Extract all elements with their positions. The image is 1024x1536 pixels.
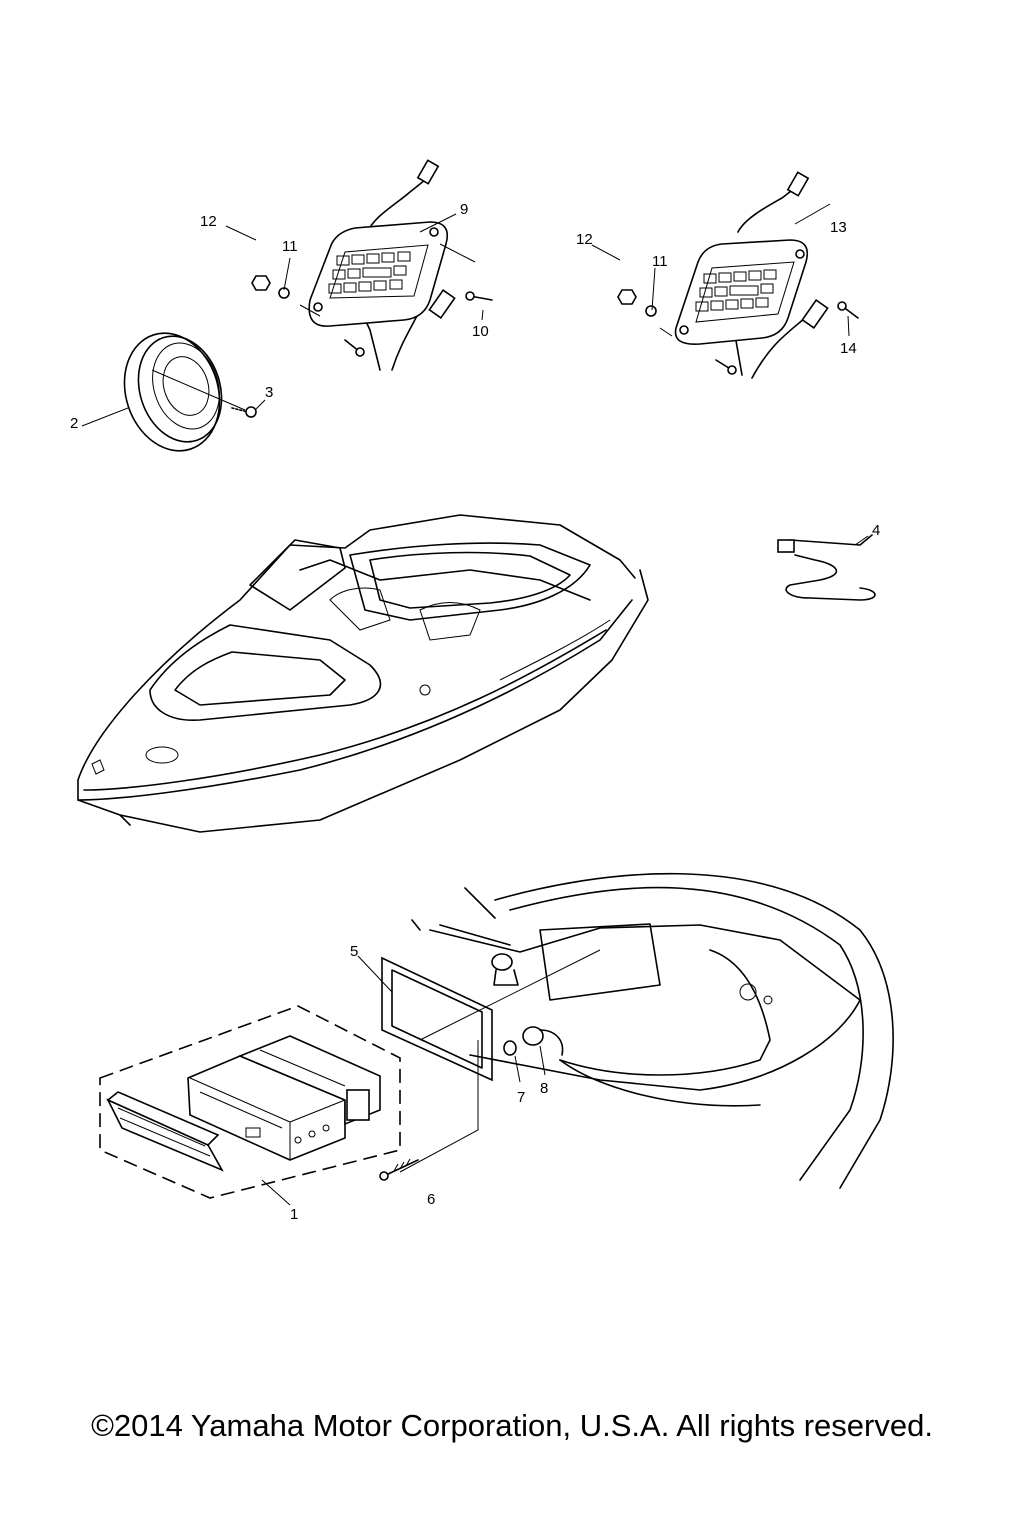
callout-13: 13 (830, 219, 847, 236)
harness-4 (777, 534, 876, 601)
switch-panel-9 (308, 159, 456, 371)
callout-12-right: 12 (576, 231, 593, 248)
callout-5: 5 (350, 943, 358, 960)
callout-11-left: 11 (282, 238, 298, 255)
callout-3: 3 (265, 384, 273, 401)
washer-7 (503, 1040, 517, 1056)
stereo-unit-1 (99, 1005, 401, 1199)
knob-8 (522, 1026, 564, 1056)
copyright-notice: ©2014 Yamaha Motor Corporation, U.S.A. A… (91, 1408, 933, 1443)
screw-6 (379, 1158, 419, 1181)
leader-lines (81, 203, 869, 1206)
screw-3 (231, 406, 257, 418)
fasteners-13 (617, 289, 859, 375)
dash-panel (411, 872, 894, 1189)
callout-10: 10 (472, 323, 489, 340)
callout-7: 7 (517, 1089, 525, 1106)
callout-4: 4 (872, 522, 880, 539)
callout-9: 9 (460, 201, 468, 218)
callout-1: 1 (290, 1206, 298, 1223)
callout-14: 14 (840, 340, 857, 357)
callout-8: 8 (540, 1080, 548, 1097)
callout-6: 6 (427, 1191, 435, 1208)
callout-2: 2 (70, 415, 78, 432)
callouts: 12 11 9 10 12 11 13 14 2 3 4 5 7 8 6 1 (70, 201, 880, 1223)
callout-12-left: 12 (200, 213, 217, 230)
fasteners-9 (251, 275, 493, 357)
boat-hull (77, 514, 649, 833)
switch-panel-13 (674, 171, 829, 379)
callout-11-right: 11 (652, 253, 668, 270)
speaker-grille-2 (123, 332, 246, 452)
mounting-bezel-5 (381, 956, 493, 1082)
